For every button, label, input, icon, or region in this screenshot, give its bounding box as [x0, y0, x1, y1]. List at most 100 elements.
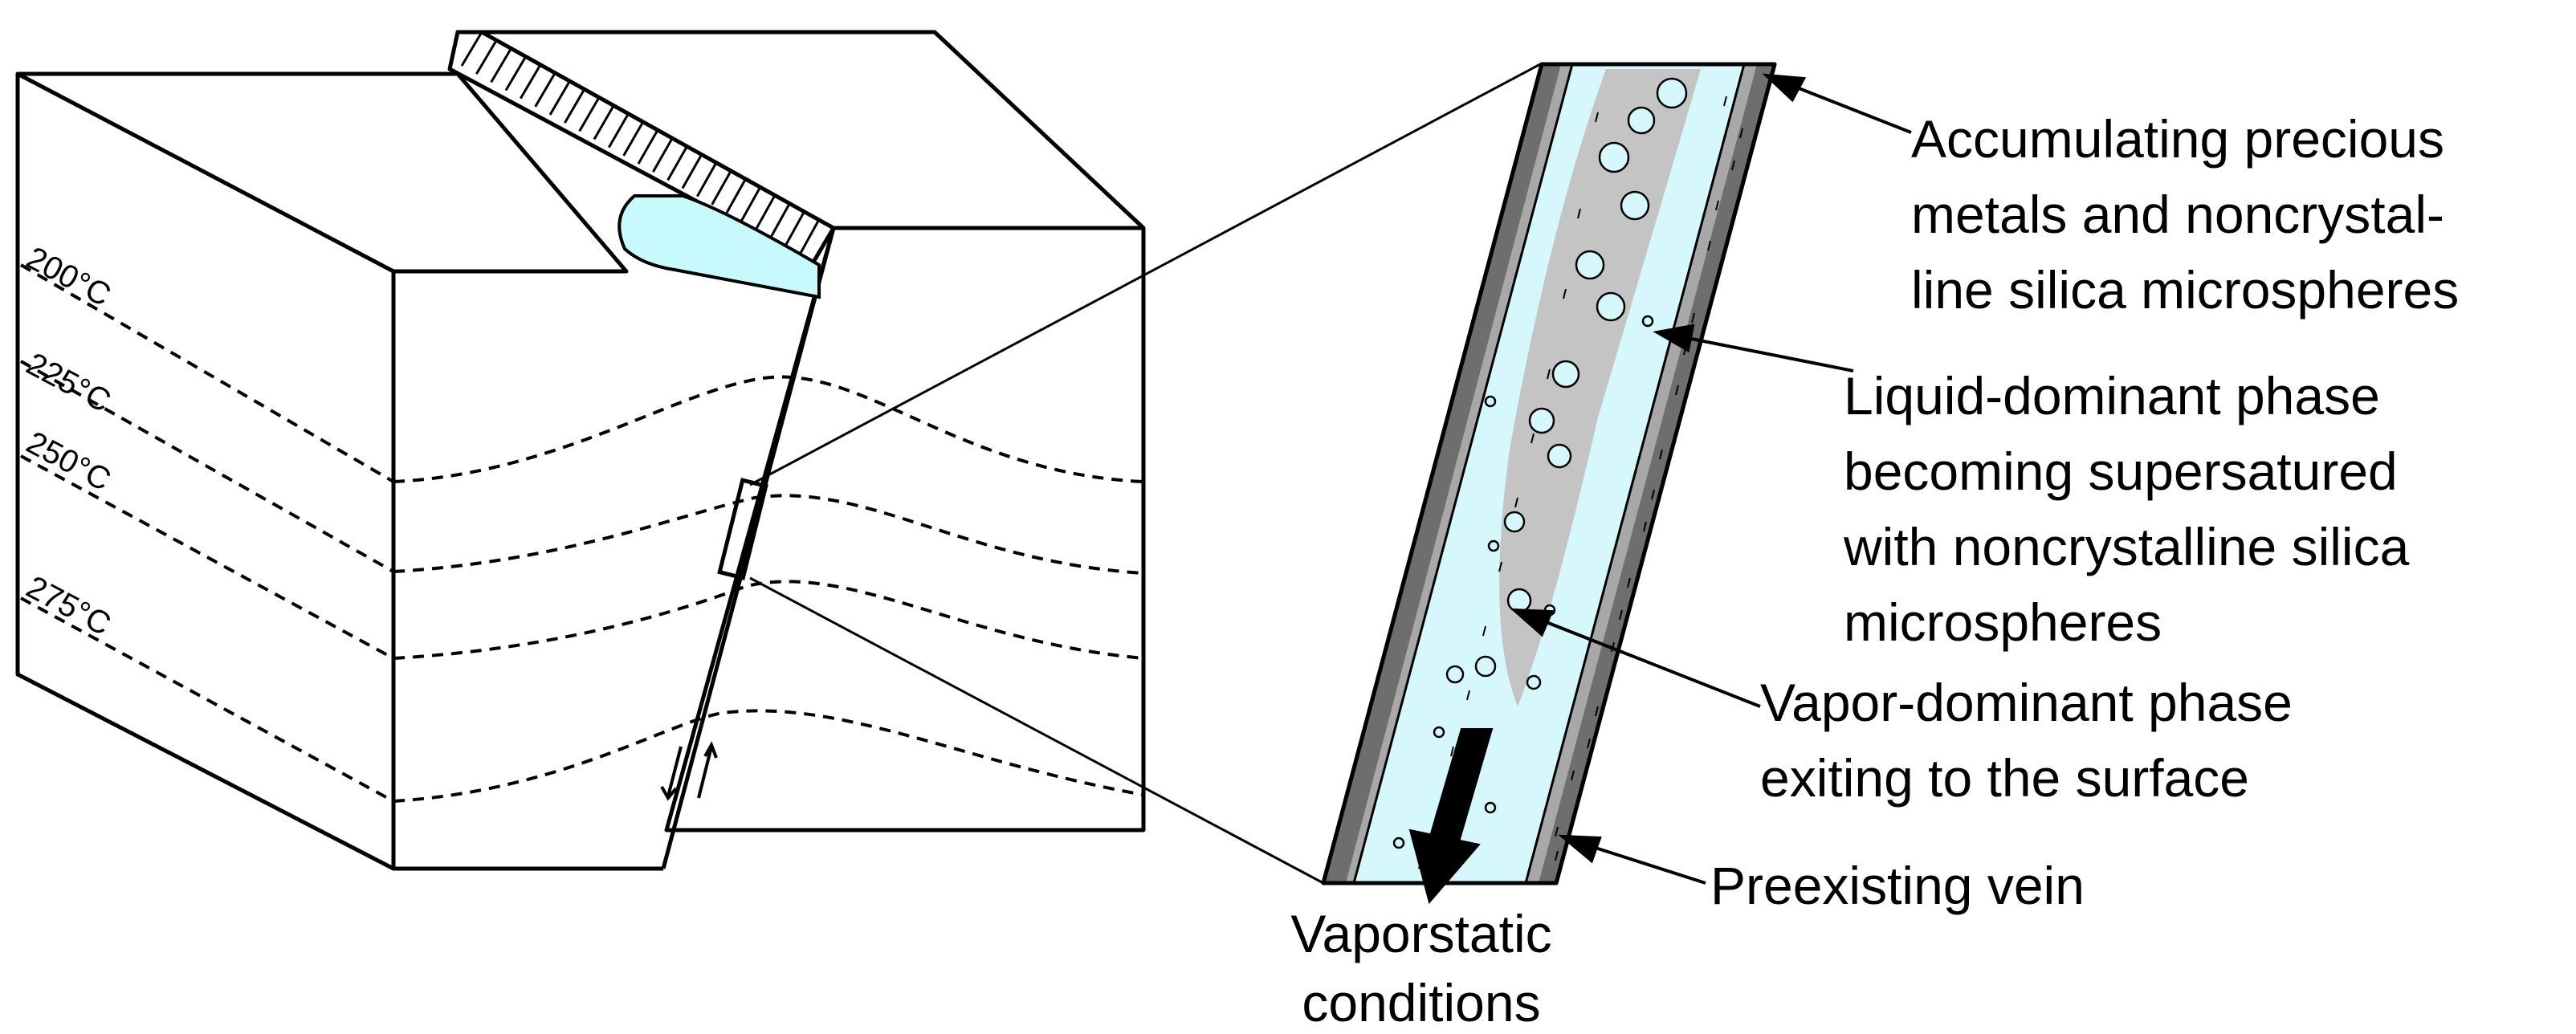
fluid-tick: [1563, 288, 1567, 299]
hatch-mark: [725, 178, 747, 214]
fluid-tick: [1571, 770, 1575, 781]
hatch-mark: [593, 104, 615, 140]
hatch-mark: [504, 55, 528, 92]
fluid-tick: [1707, 240, 1711, 251]
silica-microsphere: [1598, 141, 1630, 173]
hatch-mark: [696, 161, 718, 197]
hatch-mark: [578, 96, 601, 132]
callout-vein-line-1: Preexisting vein: [1710, 856, 2085, 915]
vapor-flow-arrow: [1408, 728, 1494, 905]
silica-microsphere: [1547, 443, 1572, 469]
silica-microsphere: [1484, 801, 1497, 814]
silica-microsphere: [1506, 588, 1532, 613]
callout-vapor-line-1: Vapor-dominant phase: [1760, 673, 2293, 732]
fault-slip-arrows: [660, 741, 718, 801]
silica-microsphere: [1596, 291, 1626, 322]
sinter-lens: [618, 194, 821, 299]
silica-microsphere: [1575, 250, 1605, 280]
fluid-tick: [1466, 690, 1470, 701]
hatch-mark: [608, 112, 630, 149]
silica-microsphere: [1474, 655, 1497, 678]
silica-microsphere: [1620, 190, 1650, 221]
silica-microsphere: [1392, 837, 1405, 849]
fluid-tick: [1577, 208, 1581, 219]
silica-microsphere: [1503, 511, 1526, 533]
fluid-tick: [1627, 577, 1631, 588]
fluid-tick: [1595, 112, 1599, 123]
fluid-tick: [1731, 160, 1735, 171]
hatched-surface-strip: [447, 30, 836, 266]
isotherm-lines: [19, 263, 1144, 803]
hatch-mark: [490, 47, 512, 83]
fluid-tick: [1739, 128, 1743, 139]
vein-enlargement: [1321, 62, 1777, 905]
fluid-tick: [1587, 738, 1591, 749]
fluid-tick: [1531, 433, 1535, 444]
hatch-mark: [475, 39, 498, 75]
silica-microsphere: [1627, 106, 1656, 135]
hatch-mark: [534, 72, 556, 108]
silica-microsphere: [1551, 360, 1580, 389]
zoom-connectors: [749, 63, 1541, 885]
callout-accumulating-line-3: line silica microspheres: [1911, 260, 2459, 320]
hatch-mark: [769, 202, 791, 238]
hatch-mark: [622, 121, 645, 157]
fault-block-diagram: [15, 30, 1146, 871]
hatch-mark: [520, 63, 542, 100]
fluid-tick: [1659, 449, 1663, 460]
hangingwall-block: [455, 30, 1146, 832]
callout-liquid-line-1: Liquid-dominant phase: [1844, 366, 2380, 425]
callout-accumulating: Accumulating precious metals and noncrys…: [1911, 109, 2459, 320]
silica-microsphere: [1656, 77, 1688, 109]
fluid-tick: [1643, 521, 1647, 532]
hatch-mark: [785, 210, 805, 246]
silica-microsphere: [1484, 395, 1497, 408]
hatch-mark: [460, 31, 483, 67]
vein-wall-left-dark: [1323, 64, 1561, 883]
fluid-tick: [1555, 850, 1559, 861]
fluid-tick: [1555, 826, 1559, 837]
silica-microsphere: [1526, 674, 1542, 690]
callout-vapor-line-2: exiting to the surface: [1760, 748, 2249, 808]
hatch-mark: [666, 145, 688, 181]
silica-microsphere: [1528, 407, 1555, 434]
hatch-mark: [548, 80, 571, 116]
silica-microsphere: [1641, 315, 1654, 328]
hatch-mark: [755, 194, 776, 230]
silica-microsphere: [1445, 665, 1465, 684]
fluid-tick: [1498, 561, 1502, 572]
callout-liquid-line-2: becoming supersatured: [1844, 442, 2398, 501]
callout-vein: Preexisting vein: [1710, 856, 2085, 915]
hatch-mark: [637, 129, 659, 165]
callout-liquid: Liquid-dominant phase becoming supersatu…: [1843, 366, 2410, 652]
silica-microsphere: [1487, 539, 1500, 552]
fluid-tick: [1619, 609, 1623, 621]
footwall-front-edge: [16, 71, 395, 274]
hatch-mark: [564, 88, 586, 124]
fluid-tick: [1651, 489, 1655, 500]
vapor-dominant-plume: [1499, 69, 1701, 706]
callout-accumulating-line-1: Accumulating precious: [1911, 109, 2444, 169]
callout-vaporstatic: Vaporstatic conditions: [1290, 904, 1551, 1032]
hatch-mark: [681, 153, 703, 189]
fluid-tick: [1482, 625, 1486, 637]
hatch-mark: [652, 137, 674, 173]
callout-vapor: Vapor-dominant phase exiting to the surf…: [1760, 673, 2293, 808]
callout-liquid-line-4: microspheres: [1844, 592, 2162, 652]
callout-accumulating-line-2: metals and noncrystal-: [1911, 185, 2444, 244]
fluid-tick: [1547, 368, 1551, 380]
fluid-tick: [1514, 497, 1518, 508]
fluid-tick: [1450, 746, 1454, 757]
callout-liquid-line-3: with noncrystalline silica: [1843, 517, 2410, 576]
fluid-tick: [1715, 200, 1719, 211]
hatch-mark: [740, 186, 762, 222]
hatch-mark: [711, 170, 732, 206]
vein-wall-right-dark: [1539, 64, 1775, 883]
fluid-tick: [1675, 385, 1679, 396]
fluid-tick: [1595, 706, 1599, 717]
silica-microsphere: [1433, 726, 1445, 739]
callout-vaporstatic-line-2: conditions: [1302, 973, 1540, 1032]
pointer-arrows: [1510, 73, 1912, 885]
fluid-tick: [1691, 312, 1695, 324]
